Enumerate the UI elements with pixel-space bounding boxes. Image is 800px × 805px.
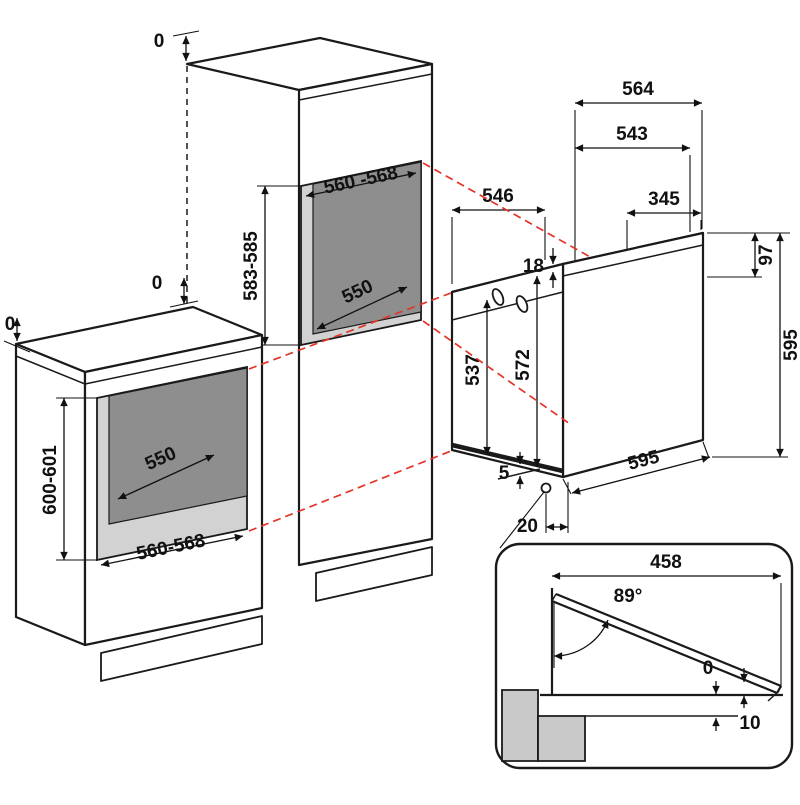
base-cabinet: 550 560-568 600-601 0 <box>3 305 264 682</box>
oven: 546 564 543 345 18 97 <box>450 79 800 549</box>
projection-lines <box>248 162 593 532</box>
dim-label-door-458: 458 <box>650 552 682 573</box>
projection-line <box>248 450 452 532</box>
dim-label-oven-546: 546 <box>482 186 514 207</box>
tall-cabinet-plinth <box>315 546 433 602</box>
dim-label-door-10: 10 <box>739 713 760 734</box>
projection-line <box>422 162 593 259</box>
oven-dimensions: 546 564 543 345 18 97 <box>451 79 800 537</box>
tall-cabinet-dimensions: 560 -568 550 583-585 0 0 <box>152 30 417 346</box>
dim-label-oven-537: 537 <box>463 354 484 386</box>
dim-label-oven-564: 564 <box>622 79 654 100</box>
oven-side-face <box>561 231 705 479</box>
oven-control-knob <box>515 295 529 313</box>
door-detail-inset: 89° 458 0 10 <box>494 542 794 770</box>
dim-label-oven-20: 20 <box>517 516 538 537</box>
base-cabinet-plinth <box>100 615 263 682</box>
dim-label-base-niche-height: 600-601 <box>40 445 61 515</box>
dim-label-tall-niche-height: 583-585 <box>241 231 262 301</box>
dim-label-oven-572: 572 <box>513 349 534 381</box>
oven-door-bottom-band <box>451 442 564 474</box>
cabinet-section-vertical <box>501 689 539 762</box>
dim-label-oven-5: 5 <box>499 463 510 484</box>
detail-leader-line <box>499 491 545 549</box>
door-angle-arc <box>553 619 609 660</box>
base-cabinet-niche-back-panel <box>108 367 248 525</box>
dim-label-oven-543: 543 <box>616 124 648 145</box>
projection-line <box>422 320 571 425</box>
dim-label-door-angle: 89° <box>614 586 643 607</box>
cabinet-section-floor <box>537 715 586 762</box>
dim-label-oven-595-height: 595 <box>781 329 800 361</box>
dim-label-oven-345: 345 <box>648 189 680 210</box>
dim-label-tall-zero-mid: 0 <box>152 273 163 294</box>
tall-cabinet: 560 -568 550 583-585 0 0 <box>152 30 434 602</box>
dim-label-oven-97: 97 <box>756 244 777 265</box>
dim-label-oven-18: 18 <box>523 256 544 277</box>
oven-control-knob <box>491 288 505 306</box>
projection-line <box>248 292 452 370</box>
dim-label-door-zero: 0 <box>703 658 714 679</box>
oven-cable-outlet <box>540 482 552 494</box>
dim-label-base-zero: 0 <box>5 314 16 335</box>
dim-label-tall-zero-top: 0 <box>154 31 165 52</box>
